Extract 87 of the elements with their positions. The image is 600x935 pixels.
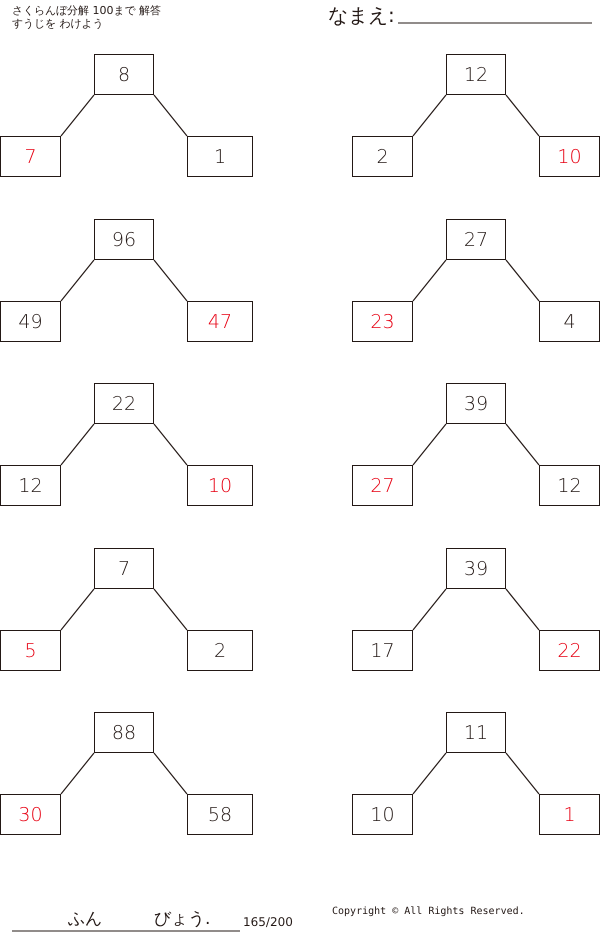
number: 22 xyxy=(112,392,136,414)
number: 8 xyxy=(118,64,130,86)
number: 2 xyxy=(376,146,389,168)
instruction-text: すうじを わけよう xyxy=(12,16,104,31)
connector-line xyxy=(412,588,446,630)
number-box xyxy=(94,548,154,589)
number: 27 xyxy=(464,228,488,250)
minutes-label: ふん xyxy=(68,908,102,930)
answer-number: 23 xyxy=(370,310,395,332)
connector-line xyxy=(412,424,446,466)
connector-line xyxy=(154,752,188,794)
number-box xyxy=(352,630,413,671)
number: 4 xyxy=(563,310,576,332)
number-box xyxy=(352,794,413,835)
answer-number: 10 xyxy=(557,146,582,168)
connector-line xyxy=(60,588,94,630)
number-box xyxy=(446,54,506,95)
number: 10 xyxy=(370,804,395,826)
number: 11 xyxy=(464,722,488,744)
name-label: なまえ: xyxy=(328,2,395,29)
connector-line xyxy=(506,260,540,302)
number: 39 xyxy=(464,392,488,414)
number-box xyxy=(446,383,506,424)
page-number: 165/200 xyxy=(243,915,293,929)
number-box xyxy=(0,136,61,177)
connector-line xyxy=(412,752,446,794)
number: 88 xyxy=(112,722,136,744)
number-box xyxy=(187,465,253,506)
number-box xyxy=(539,301,600,342)
number-box xyxy=(187,794,253,835)
seconds-label: びょう. xyxy=(154,908,210,930)
number: 2 xyxy=(214,640,226,662)
answer-number: 22 xyxy=(557,640,582,662)
answer-number: 30 xyxy=(18,804,43,826)
answer-number: 27 xyxy=(370,474,395,496)
number: 12 xyxy=(18,474,43,496)
number-box xyxy=(446,712,506,753)
number: 7 xyxy=(118,558,130,580)
number-box xyxy=(539,136,600,177)
connector-line xyxy=(154,588,188,630)
connector-line xyxy=(154,260,188,302)
connector-line xyxy=(506,588,540,630)
connector-line xyxy=(60,94,94,136)
number: 17 xyxy=(370,640,395,662)
number-box xyxy=(352,301,413,342)
number-box xyxy=(352,136,413,177)
number-box xyxy=(0,794,61,835)
number-box xyxy=(352,465,413,506)
copyright-text: Copyright © All Rights Reserved. xyxy=(332,906,525,917)
connector-line xyxy=(154,424,188,466)
answer-number: 10 xyxy=(208,474,232,496)
answer-number: 1 xyxy=(563,804,576,826)
number-box xyxy=(187,630,253,671)
connector-line xyxy=(412,94,446,136)
number-box xyxy=(94,219,154,260)
number-box xyxy=(446,219,506,260)
number: 49 xyxy=(18,310,43,332)
number-box xyxy=(539,794,600,835)
connector-line xyxy=(154,94,188,136)
number: 12 xyxy=(464,64,488,86)
number-box xyxy=(0,465,61,506)
number-box xyxy=(539,630,600,671)
connector-line xyxy=(412,260,446,302)
connector-line xyxy=(60,424,94,466)
connector-line xyxy=(506,424,540,466)
answer-number: 7 xyxy=(24,146,37,168)
worksheet-title: さくらんぼ分解 100まで 解答 xyxy=(12,3,161,18)
number: 1 xyxy=(214,146,226,168)
answer-number: 5 xyxy=(24,640,37,662)
number: 58 xyxy=(208,804,232,826)
number-box xyxy=(94,383,154,424)
number-box xyxy=(187,301,253,342)
connector-line xyxy=(506,94,540,136)
number: 39 xyxy=(464,558,488,580)
connector-line xyxy=(60,260,94,302)
number-box xyxy=(94,54,154,95)
answer-number: 47 xyxy=(208,310,232,332)
number: 12 xyxy=(557,474,582,496)
number-box xyxy=(0,630,61,671)
number: 96 xyxy=(112,228,136,250)
connector-line xyxy=(60,752,94,794)
number-box xyxy=(446,548,506,589)
number-box xyxy=(539,465,600,506)
connector-line xyxy=(506,752,540,794)
number-box xyxy=(0,301,61,342)
number-box xyxy=(94,712,154,753)
number-box xyxy=(187,136,253,177)
